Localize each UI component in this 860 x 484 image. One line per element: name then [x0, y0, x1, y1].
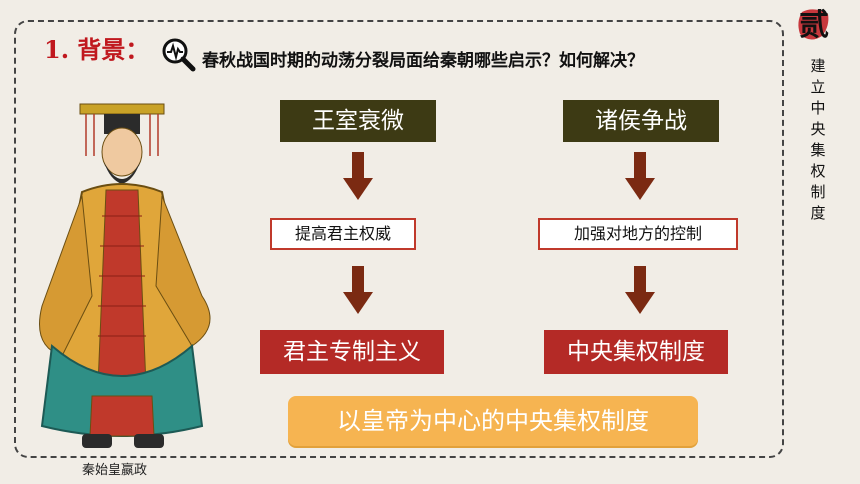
section-heading: 1. 背景：	[44, 35, 150, 64]
section-number-badge: 贰	[794, 6, 834, 46]
question-text: 春秋战国时期的动荡分裂局面给秦朝哪些启示？如何解决？	[202, 51, 644, 71]
content-frame	[14, 20, 784, 458]
lesson-box-right: 加强对地方的控制	[538, 218, 738, 250]
lesson-box-left: 提高君主权威	[270, 218, 416, 250]
section-title-vertical: 建立中央集权制度	[810, 57, 826, 222]
down-arrow-icon	[343, 152, 373, 200]
cause-box-right: 诸侯争战	[563, 100, 719, 142]
down-arrow-icon	[343, 266, 373, 314]
down-arrow-icon	[625, 152, 655, 200]
solution-box-right: 中央集权制度	[544, 330, 728, 374]
solution-box-left: 君主专制主义	[260, 330, 444, 374]
result-banner: 以皇帝为中心的中央集权制度	[288, 396, 698, 446]
emperor-illustration	[39, 103, 211, 448]
down-arrow-icon	[625, 266, 655, 314]
magnifier-chart-icon	[162, 38, 196, 72]
figure-caption: 秦始皇嬴政	[82, 463, 148, 478]
cause-box-left: 王室衰微	[280, 100, 436, 142]
brush-mark-icon	[798, 9, 829, 40]
section-number: 贰	[799, 8, 829, 43]
